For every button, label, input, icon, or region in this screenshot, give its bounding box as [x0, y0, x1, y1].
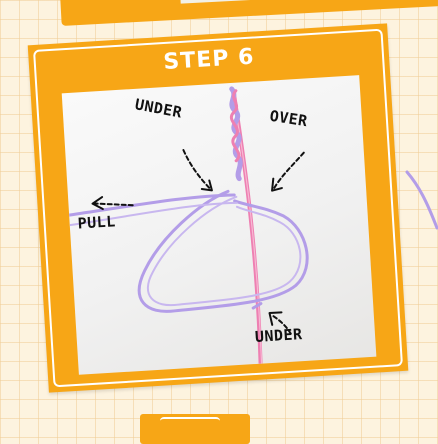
knot-illustration — [67, 86, 309, 366]
next-step-outline — [160, 417, 220, 425]
step-card: STEP 6 — [27, 23, 409, 393]
braid-pink — [230, 89, 241, 163]
arrow-over-head — [271, 177, 283, 192]
pull-strand-1 — [67, 193, 236, 217]
arrow-under-top — [182, 149, 211, 190]
step-photo: UNDER OVER PULL UNDER — [61, 75, 377, 375]
label-under-bottom: UNDER — [254, 325, 304, 346]
arrow-under-bottom — [270, 313, 292, 335]
lilac-loop-inner — [147, 195, 302, 307]
pink-cord-highlight — [235, 112, 263, 364]
bottom-tie — [251, 302, 263, 310]
arrow-under-top-head — [200, 179, 213, 192]
lilac-loop — [137, 189, 309, 313]
arrow-over — [272, 151, 305, 190]
previous-step-photo — [178, 0, 431, 4]
yarn-strand-decoration — [405, 170, 438, 230]
pull-strand-2 — [68, 201, 238, 227]
arrow-under-bottom-head — [268, 311, 283, 326]
label-pull: PULL — [77, 212, 117, 233]
arrow-pull-head — [91, 196, 104, 211]
previous-step-card — [58, 0, 438, 26]
next-step-card — [140, 414, 250, 444]
arrow-pull — [93, 202, 134, 207]
